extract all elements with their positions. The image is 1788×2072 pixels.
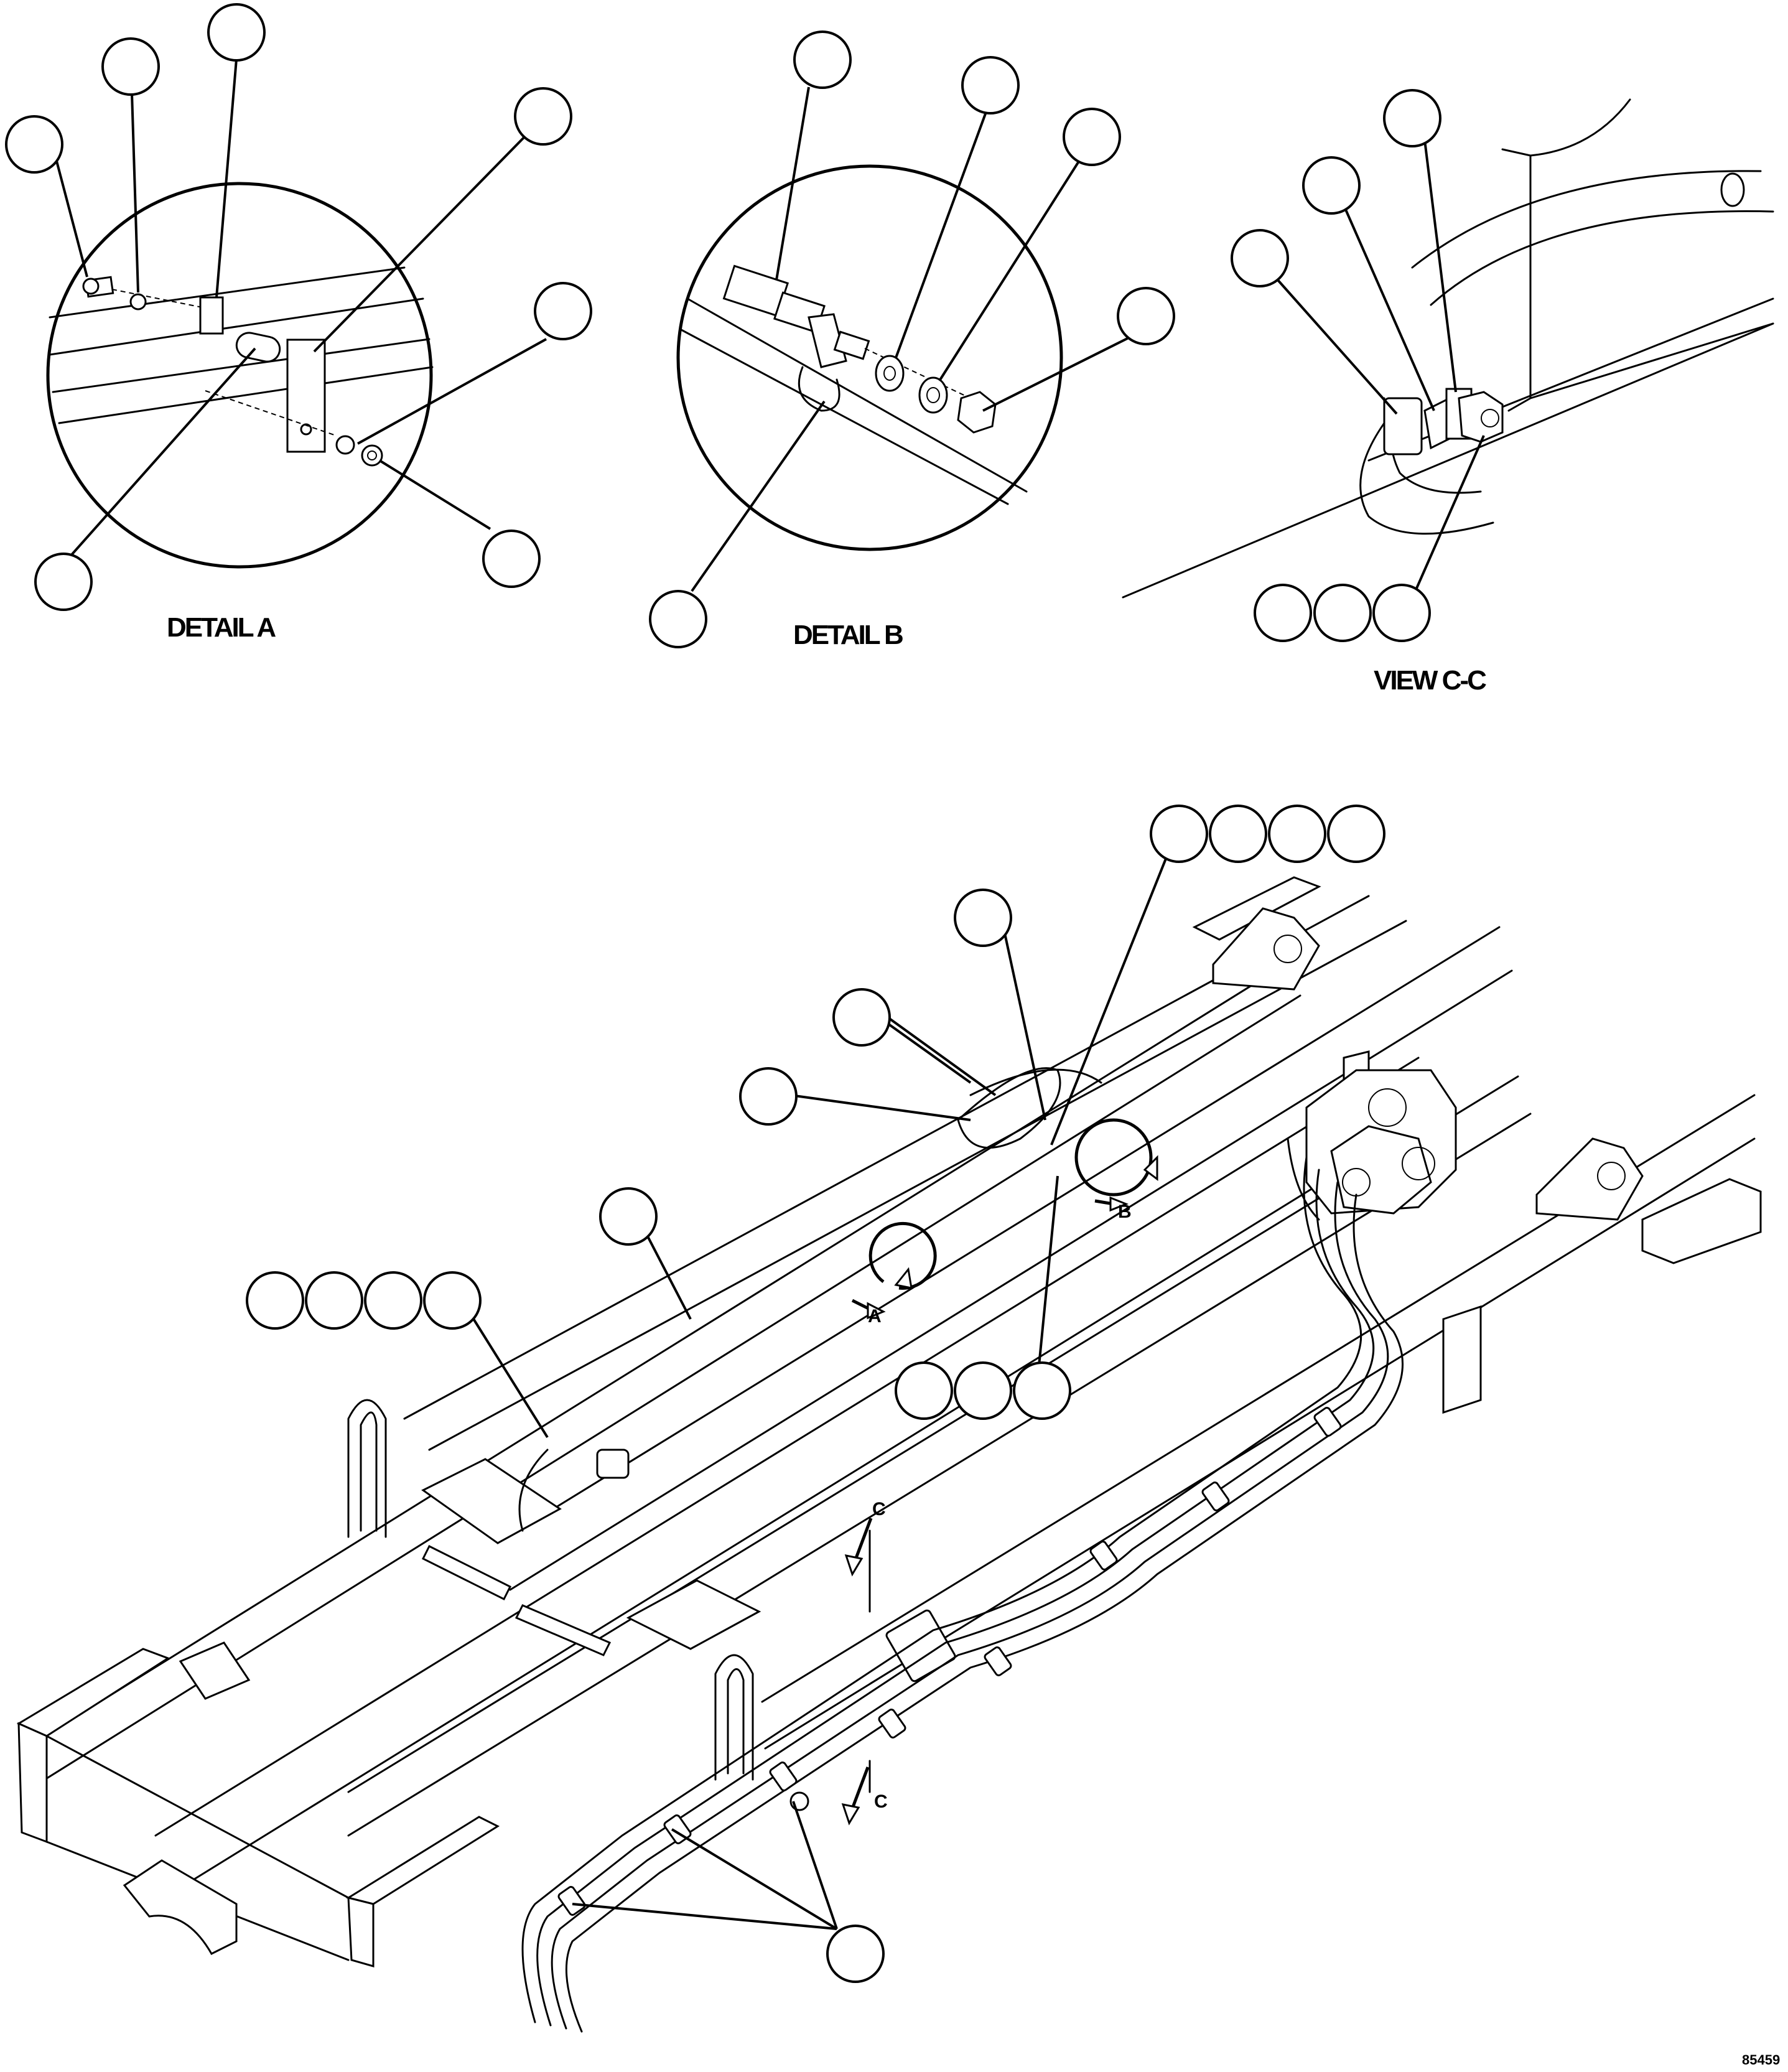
- view-c-c: VIEW C-C: [1122, 89, 1774, 696]
- view-c-callouts: [1231, 89, 1485, 642]
- section-c-marker-top: C: [872, 1499, 886, 1519]
- detail-a-callouts: [5, 3, 592, 611]
- hose-clamps: [557, 1407, 1342, 1916]
- chassis-frame: [16, 876, 1762, 1967]
- view-c-clamp: [1383, 388, 1504, 455]
- detail-b-view: DETAIL B: [649, 30, 1175, 650]
- detail-a-caption: DETAIL A: [167, 612, 276, 643]
- hydraulic-pump-assembly: [1287, 1069, 1457, 1221]
- section-c-marker-bottom: C: [874, 1791, 888, 1812]
- detail-a-view: DETAIL A: [5, 3, 592, 643]
- detail-a-marker: A: [868, 1306, 882, 1327]
- detail-markers: A B C C: [841, 1118, 1158, 1826]
- detail-b-callouts: [649, 30, 1175, 648]
- detail-b-caption: DETAIL B: [793, 620, 903, 650]
- main-view-callouts: [246, 805, 1385, 1983]
- figure-id: 85459: [1742, 2052, 1780, 2068]
- view-c-background: [1122, 98, 1774, 599]
- view-c-caption: VIEW C-C: [1374, 665, 1486, 696]
- detail-b-rails: [680, 297, 1028, 505]
- detail-b-marker: B: [1118, 1202, 1132, 1222]
- detail-a-hardware: [82, 276, 383, 467]
- hydraulic-hoses: [518, 1067, 1404, 2033]
- detail-b-hardware: [722, 264, 997, 434]
